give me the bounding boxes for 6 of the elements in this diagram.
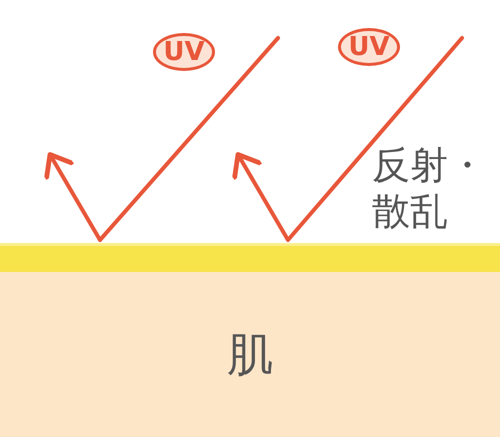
reflection-scattering-label: 反射・散乱: [372, 142, 487, 234]
protective-layer-band: [0, 243, 500, 272]
uv-label-oval: UV: [338, 28, 400, 66]
uv-label-oval: UV: [153, 33, 215, 71]
skin-label: 肌: [227, 326, 273, 382]
skin-band: [0, 272, 500, 437]
